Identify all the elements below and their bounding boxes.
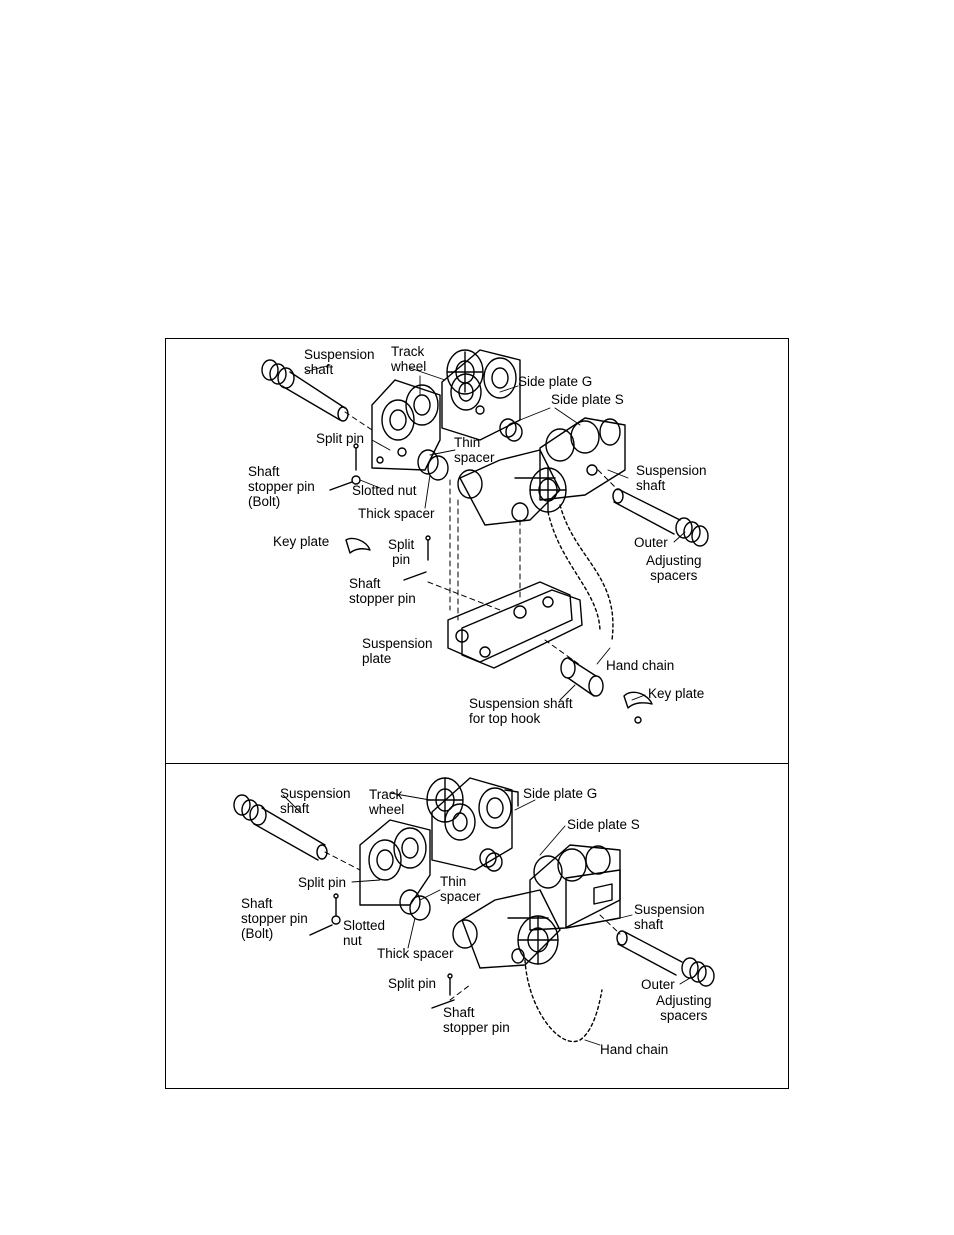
leader-lines — [282, 364, 691, 1046]
label-suspension-shaft-right: Suspension shaft — [634, 902, 705, 932]
label-shaft-stopper-pin: Shaft stopper pin — [443, 1005, 510, 1035]
label-split-pin: Split pin — [316, 431, 365, 446]
top-side-plate-left — [371, 379, 441, 471]
label-suspension-shaft: Suspension shaft — [304, 347, 375, 377]
top-side-plate-s — [539, 417, 626, 501]
bottom-panel-drawing — [233, 777, 715, 1043]
label-split-pin-lower: Split pin — [388, 976, 437, 991]
label-split-pin-lower: Split pin — [388, 537, 415, 567]
bottom-side-plate-g — [426, 777, 519, 871]
label-side-plate-s: Side plate S — [567, 817, 640, 832]
label-thick-spacer: Thick spacer — [358, 506, 435, 521]
bottom-hand-chain — [524, 959, 603, 1043]
label-slotted-nut: Slotted nut — [352, 483, 417, 498]
label-hand-chain: Hand chain — [600, 1042, 669, 1057]
label-track-wheel: Track wheel — [369, 787, 405, 817]
label-shaft-stopper-bolt: Shaft stopper pin (Bolt) — [248, 464, 315, 509]
label-side-plate-s: Side plate S — [551, 392, 624, 407]
label-track-wheel: Track wheel — [391, 344, 427, 374]
label-suspension-shaft-right: Suspension shaft — [636, 463, 707, 493]
top-suspension-plate — [447, 581, 583, 669]
label-outer: Outer — [641, 977, 675, 992]
top-panel-drawing — [261, 349, 709, 724]
bottom-right-suspension-shaft — [616, 930, 715, 987]
label-outer: Outer — [634, 535, 668, 550]
label-adjusting-spacers: Adjusting spacers — [656, 993, 712, 1023]
bottom-hand-wheel-assembly — [452, 889, 561, 969]
label-shaft-stopper-pin: Shaft stopper pin — [349, 576, 416, 606]
top-left-suspension-shaft — [261, 359, 349, 422]
label-side-plate-g: Side plate G — [523, 786, 598, 801]
bottom-alignment-lines — [324, 851, 621, 1001]
label-thin-spacer: Thin spacer — [440, 874, 481, 904]
label-suspension-shaft-top-hook: Suspension shaft for top hook — [469, 696, 573, 726]
label-adjusting-spacers: Adjusting spacers — [646, 553, 702, 583]
label-split-pin: Split pin — [298, 875, 347, 890]
label-slotted-nut: Slotted nut — [343, 918, 386, 948]
label-key-plate: Key plate — [273, 534, 330, 549]
label-suspension-shaft: Suspension shaft — [280, 786, 351, 816]
bottom-left-suspension-shaft — [233, 794, 328, 861]
top-right-suspension-shaft — [612, 488, 709, 547]
label-shaft-stopper-bolt: Shaft stopper pin (Bolt) — [241, 896, 308, 941]
label-thick-spacer: Thick spacer — [377, 946, 454, 961]
label-suspension-plate: Suspension plate — [362, 636, 433, 666]
top-hook-shaft — [560, 657, 604, 697]
top-hand-wheel-assembly — [457, 449, 567, 526]
label-side-plate-g: Side plate G — [518, 374, 593, 389]
panel-divider — [165, 763, 789, 764]
diagram-frame — [165, 338, 789, 1089]
top-alignment-lines — [344, 411, 619, 666]
label-hand-chain: Hand chain — [606, 658, 675, 673]
label-thin-spacer: Thin spacer — [454, 435, 495, 465]
top-hand-chain — [559, 504, 614, 641]
label-key-plate-right: Key plate — [648, 686, 705, 701]
bottom-side-plate-left — [359, 819, 431, 906]
top-side-plate-g — [441, 349, 521, 441]
